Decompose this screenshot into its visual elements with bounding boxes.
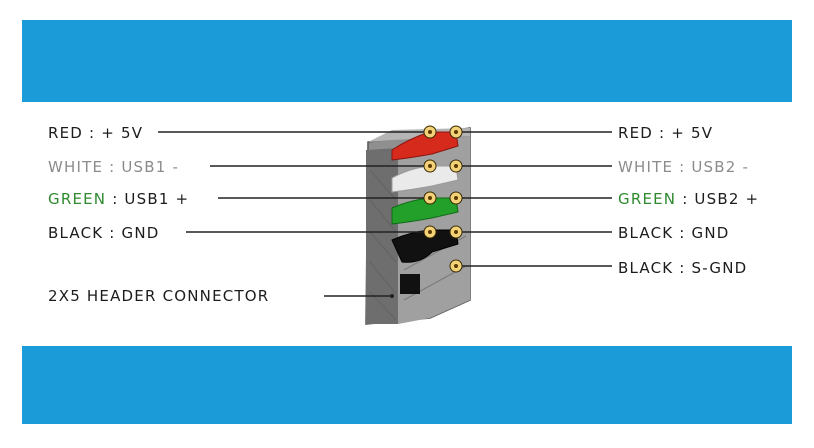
right-label-green-usb2-plus: GREEN : USB2 +	[618, 190, 759, 208]
leader-lines	[158, 131, 612, 297]
bottom-blue-banner	[22, 346, 792, 424]
left-label-signal: : GND	[109, 224, 160, 242]
right-label-color: BLACK	[618, 224, 674, 242]
right-label-signal: : GND	[679, 224, 730, 242]
right-label-signal: : USB2 -	[679, 158, 750, 176]
right-label-color: RED	[618, 124, 654, 142]
left-label-color: WHITE	[48, 158, 104, 176]
left-label-red-5v: RED : + 5V	[48, 124, 143, 142]
left-label-signal: : USB1 -	[109, 158, 180, 176]
left-label-header-connector: 2X5 HEADER CONNECTOR	[48, 287, 269, 305]
left-label-signal: : + 5V	[89, 124, 144, 142]
right-label-signal: : S-GND	[679, 259, 748, 277]
usb-header-connector-icon	[365, 125, 471, 325]
left-label-green-usb1-plus: GREEN : USB1 +	[48, 190, 189, 208]
right-label-black-s-gnd: BLACK : S-GND	[618, 259, 747, 277]
top-blue-banner	[22, 20, 792, 102]
right-label-black-gnd: BLACK : GND	[618, 224, 730, 242]
right-label-color: BLACK	[618, 259, 674, 277]
right-label-red-5v: RED : + 5V	[618, 124, 713, 142]
right-label-color: WHITE	[618, 158, 674, 176]
left-label-signal: : USB1 +	[112, 190, 190, 208]
right-label-signal: : USB2 +	[682, 190, 760, 208]
left-label-black-gnd: BLACK : GND	[48, 224, 160, 242]
left-label-signal: 2X5 HEADER CONNECTOR	[48, 287, 270, 305]
right-label-signal: : + 5V	[659, 124, 714, 142]
right-label-color: GREEN	[618, 190, 677, 208]
left-label-color: GREEN	[48, 190, 107, 208]
left-label-color: RED	[48, 124, 84, 142]
left-label-white-usb1-minus: WHITE : USB1 -	[48, 158, 179, 176]
right-label-white-usb2-minus: WHITE : USB2 -	[618, 158, 749, 176]
left-label-color: BLACK	[48, 224, 104, 242]
